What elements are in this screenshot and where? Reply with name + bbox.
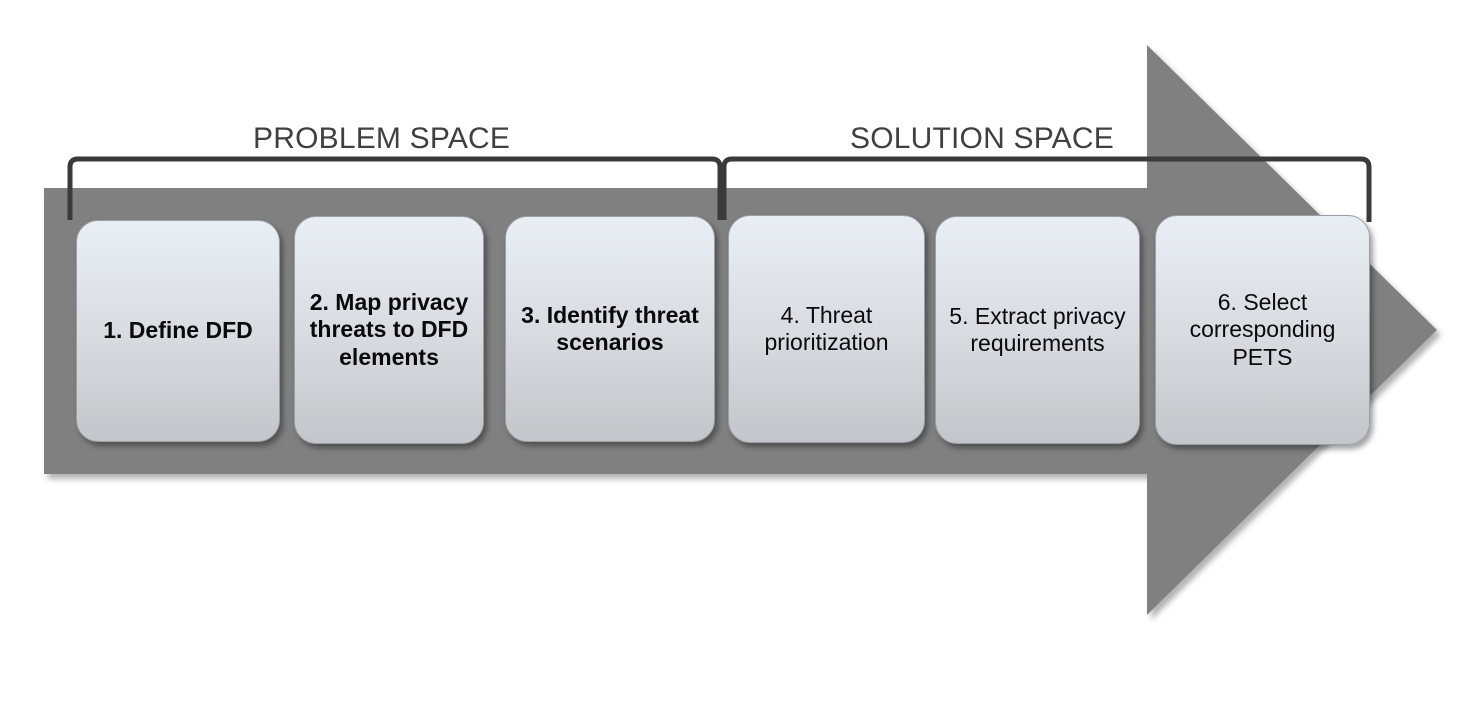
step-box-6-label: 6. Select corresponding PETS bbox=[1189, 289, 1336, 370]
step-box-3[interactable]: 3. Identify threat scenarios bbox=[505, 216, 715, 442]
step-box-6[interactable]: 6. Select corresponding PETS bbox=[1155, 215, 1370, 445]
section-label-problem-space: PROBLEM SPACE bbox=[253, 122, 511, 155]
step-box-2-label: 2. Map privacy threats to DFD elements bbox=[309, 289, 469, 370]
section-label-solution-space: SOLUTION SPACE bbox=[850, 122, 1114, 155]
step-box-2[interactable]: 2. Map privacy threats to DFD elements bbox=[294, 216, 484, 444]
step-box-1-label: 1. Define DFD bbox=[103, 317, 253, 344]
step-box-5-label: 5. Extract privacy requirements bbox=[949, 302, 1126, 356]
step-box-1[interactable]: 1. Define DFD bbox=[76, 220, 280, 442]
step-box-3-label: 3. Identify threat scenarios bbox=[521, 301, 699, 355]
step-box-5[interactable]: 5. Extract privacy requirements bbox=[935, 216, 1140, 444]
step-box-4[interactable]: 4. Threat prioritization bbox=[728, 215, 925, 443]
step-box-4-label: 4. Threat prioritization bbox=[764, 301, 889, 355]
